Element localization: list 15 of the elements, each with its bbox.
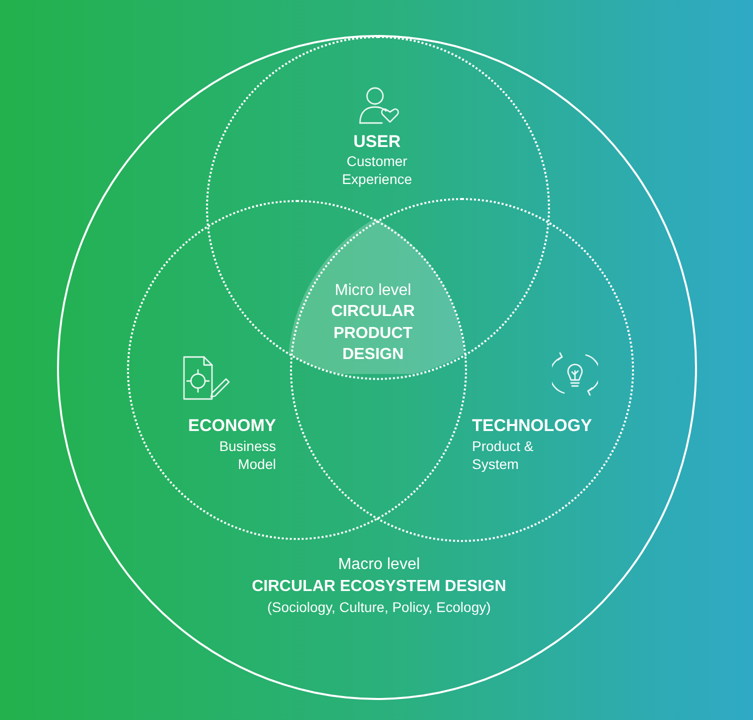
subheading: Customer Experience — [340, 153, 414, 188]
outer-circle — [57, 35, 697, 700]
subheading: (Sociology, Culture, Policy, Ecology) — [266, 599, 492, 616]
heading: TECHNOLOGY — [472, 415, 593, 436]
subheading: Product & System — [472, 438, 534, 473]
subheading: Macro level — [337, 555, 421, 575]
dotted-circle — [206, 36, 550, 380]
subheading: Micro level — [334, 281, 412, 301]
heading: CIRCULAR PRODUCT DESIGN — [330, 302, 416, 366]
heading: ECONOMY — [187, 415, 276, 436]
subheading: Business Model — [218, 438, 276, 473]
heading: CIRCULAR ECOSYSTEM DESIGN — [250, 577, 508, 597]
dotted-circle — [290, 198, 634, 542]
dotted-circle — [127, 200, 467, 540]
heading: USER — [352, 131, 402, 152]
